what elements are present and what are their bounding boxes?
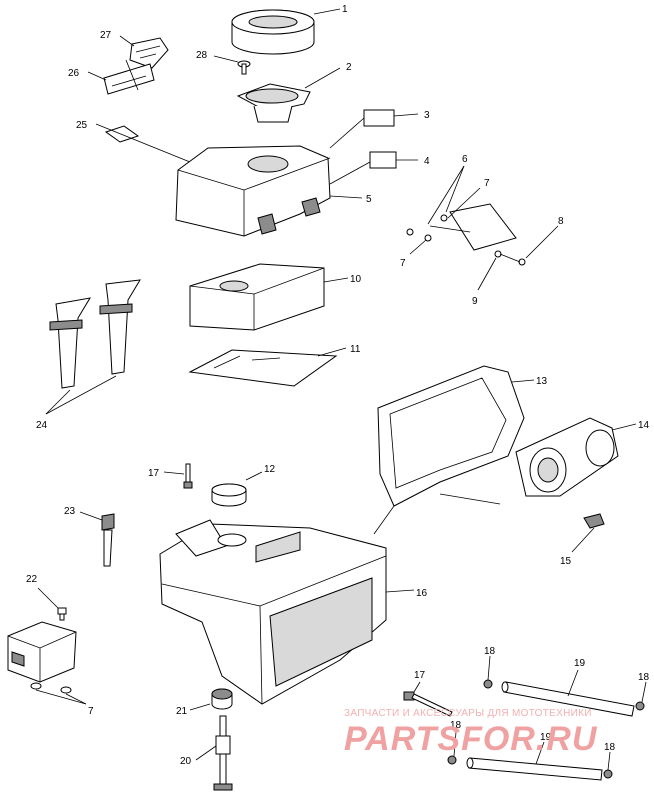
part-18-clamp-c [447,755,457,765]
part-25-decal [104,125,140,143]
part-16-airbox-base [159,519,387,705]
part-2-funnel [236,83,311,123]
part-18-clamp-a [483,679,493,689]
part-5-airbox-lid [175,145,331,237]
part-24-snorkel-tubes [49,279,141,389]
watermark-tagline: ЗАПЧАСТИ И АКСЕССУАРЫ ДЛЯ МОТОТЕХНИКИ [344,708,592,719]
callout-17-lower: 17 [414,670,426,681]
part-28-screw [237,60,251,75]
callout-4: 4 [424,156,430,167]
part-17-stud-upper [183,463,193,489]
part-13-cover-frame [377,365,525,507]
callout-12: 12 [264,464,276,475]
callout-18-a: 18 [484,646,496,657]
part-18-clamp-d [603,769,613,779]
callout-3: 3 [424,110,430,121]
callout-16: 16 [416,588,428,599]
callout-13: 13 [536,376,548,387]
callout-28: 28 [196,50,208,61]
control-box [7,621,77,683]
part-20-drain-valve [213,715,233,791]
part-23-clip [101,513,115,567]
callout-20: 20 [180,756,192,767]
callout-11: 11 [350,344,361,355]
part-11-gasket-plate [188,349,338,387]
callout-17-upper: 17 [148,468,160,479]
callout-14: 14 [638,420,650,431]
part-3-label [363,109,395,127]
callout-7-upper: 7 [484,178,490,189]
callout-27: 27 [100,30,112,41]
part-4-label [369,151,397,169]
callout-18-c: 18 [450,720,462,731]
callout-9: 9 [472,296,478,307]
part-19-tube-upper [501,681,635,717]
part-27-bracket [129,37,169,69]
callout-2: 2 [346,62,352,73]
callout-18-d: 18 [604,742,616,753]
callout-7-middle: 7 [400,258,406,269]
callout-25: 25 [76,120,88,131]
callout-26: 26 [68,68,80,79]
part-14-intake-boot [515,417,619,497]
callout-18-b: 18 [638,672,650,683]
callout-23: 23 [64,506,76,517]
callout-24: 24 [36,420,48,431]
callout-19-lower: 19 [540,732,552,743]
part-26-strap [103,59,155,95]
callout-5: 5 [366,194,372,205]
part-18-clamp-b [635,701,645,711]
part-21-grommet [211,688,233,710]
part-1-ring [231,9,315,55]
watermark-brand: PARTSFOR.RU [344,720,598,758]
callout-8: 8 [558,216,564,227]
part-17-bolt-lower [403,691,453,717]
callout-22: 22 [26,574,38,585]
callout-15: 15 [560,556,572,567]
part-19-tube-lower [466,757,603,781]
callout-7-lower: 7 [88,706,94,717]
part-12-cap [211,483,247,507]
part-7-washer-b [60,686,72,694]
hardware-cluster-6-7-8-9 [406,203,526,266]
part-15-plug [583,513,605,529]
part-22-screw [57,607,67,621]
callout-1: 1 [342,4,348,15]
part-10-filter-element [189,263,325,331]
callout-19-upper: 19 [574,658,586,669]
callout-10: 10 [350,274,362,285]
callout-21: 21 [176,706,188,717]
part-7-washer-a [30,682,42,690]
callout-6: 6 [462,154,468,165]
